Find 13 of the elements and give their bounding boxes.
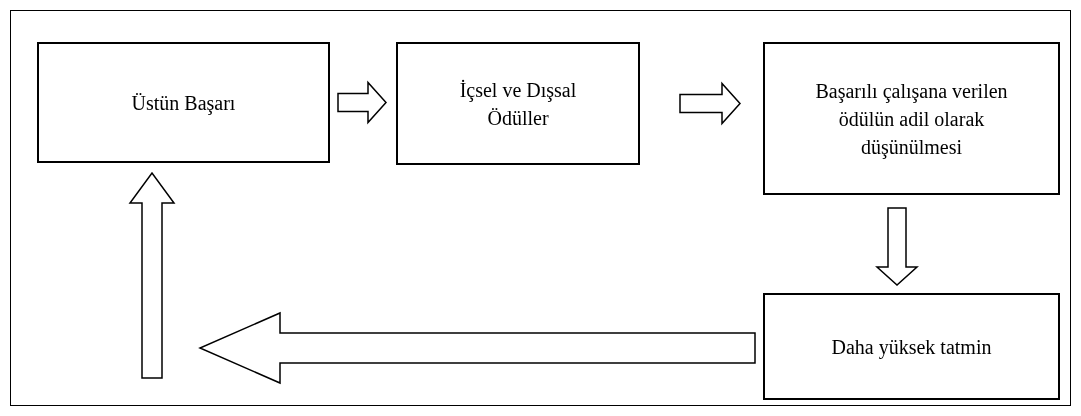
block-arrow <box>198 311 756 385</box>
block-arrow <box>128 171 176 379</box>
box-label: İçsel ve Dışsal Ödüller <box>458 77 578 131</box>
process-box <box>396 42 640 165</box>
box-label: Daha yüksek tatmin <box>831 334 992 361</box>
box-label: Üstün Başarı <box>131 90 236 117</box>
box-label: Başarılı çalışana verilen ödülün adil olarak düşünülmesi <box>814 78 1009 161</box>
process-box <box>763 42 1060 195</box>
block-arrow <box>875 207 919 286</box>
block-arrow <box>337 80 387 125</box>
process-box <box>763 293 1060 400</box>
process-box <box>37 42 330 163</box>
block-arrow <box>679 81 741 126</box>
